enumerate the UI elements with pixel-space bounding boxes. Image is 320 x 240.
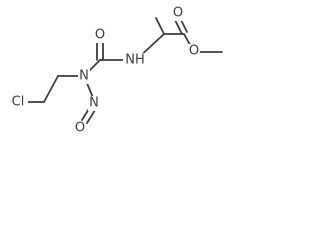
atom-labels: Cl N O NH N O O O bbox=[8, 6, 200, 136]
chemical-structure-diagram: Cl N O NH N O O O bbox=[8, 6, 223, 136]
ester-oxygen-label: O bbox=[189, 44, 199, 59]
nitroso-nitrogen-label: N bbox=[89, 96, 99, 111]
amide-nitrogen-label: N bbox=[79, 69, 89, 84]
bonds bbox=[25, 15, 223, 124]
ester-carbonyl-oxygen-label: O bbox=[173, 6, 183, 21]
urea-carbonyl-oxygen-label: O bbox=[95, 28, 105, 43]
bond-ch2-ch2 bbox=[43, 75, 59, 103]
chlorine-atom-label: Cl bbox=[12, 95, 25, 110]
nh-label: NH bbox=[125, 53, 145, 68]
nitroso-oxygen-label: O bbox=[75, 121, 85, 136]
bond-methyl-alpha bbox=[155, 17, 165, 35]
